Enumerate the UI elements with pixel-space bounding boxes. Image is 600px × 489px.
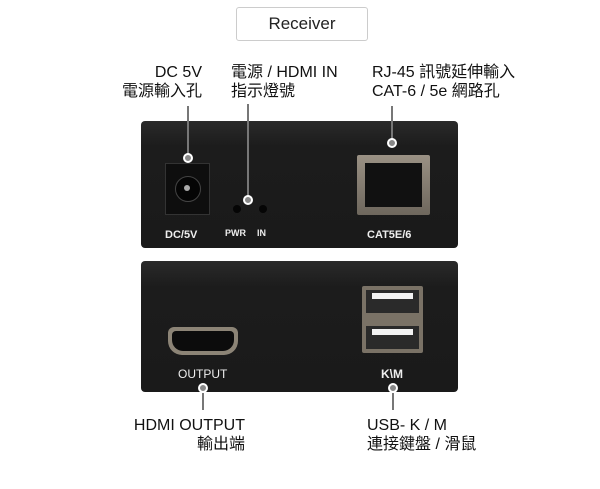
rj45-callout-line2: CAT-6 / 5e 網路孔 bbox=[372, 83, 500, 100]
receiver-title: Receiver bbox=[236, 7, 368, 41]
usb-callout-line2: 連接鍵盤 / 滑鼠 bbox=[367, 436, 477, 453]
front-panel: DC/5V PWR IN CAT5E/6 bbox=[141, 121, 458, 248]
dc-leader-line bbox=[187, 106, 189, 154]
in-led bbox=[259, 205, 267, 213]
dc-callout: DC 5V 電源輸入孔 bbox=[122, 63, 202, 101]
led-callout-line1: 電源 / HDMI IN bbox=[231, 64, 338, 81]
dc-marker-dot bbox=[183, 153, 193, 163]
usb-callout: USB- K / M 連接鍵盤 / 滑鼠 bbox=[367, 416, 476, 454]
output-port-label: OUTPUT bbox=[178, 367, 228, 381]
hdmi-port bbox=[168, 327, 238, 355]
in-label: IN bbox=[257, 228, 266, 238]
led-callout: 電源 / HDMI IN 指示燈號 bbox=[231, 63, 338, 101]
dc-port-label: DC/5V bbox=[165, 229, 198, 241]
led-leader-line bbox=[247, 104, 249, 196]
hdmi-callout: HDMI OUTPUT 輸出端 bbox=[134, 416, 245, 454]
rj45-callout-line1: RJ-45 訊號延伸輸入 bbox=[372, 64, 516, 81]
rj45-leader-line bbox=[391, 106, 393, 139]
usb-marker-dot bbox=[388, 383, 398, 393]
rj45-callout: RJ-45 訊號延伸輸入 CAT-6 / 5e 網路孔 bbox=[372, 63, 515, 101]
back-panel: OUTPUT K\M bbox=[141, 261, 458, 392]
rj45-marker-dot bbox=[387, 138, 397, 148]
hdmi-marker-dot bbox=[198, 383, 208, 393]
usb-leader-line bbox=[392, 393, 394, 410]
pwr-led bbox=[233, 205, 241, 213]
hdmi-callout-line1: HDMI OUTPUT bbox=[133, 417, 245, 434]
km-port-label: K\M bbox=[381, 367, 403, 381]
dc-callout-line2: 電源輸入孔 bbox=[121, 83, 202, 100]
led-callout-line2: 指示燈號 bbox=[231, 83, 296, 100]
usb-ports bbox=[362, 286, 423, 353]
dc-callout-line1: DC 5V bbox=[154, 64, 202, 81]
led-marker-dot bbox=[243, 195, 253, 205]
usb-callout-line1: USB- K / M bbox=[367, 417, 448, 434]
hdmi-leader-line bbox=[202, 393, 204, 410]
rj45-port bbox=[357, 155, 430, 215]
hdmi-callout-line2: 輸出端 bbox=[196, 436, 245, 453]
cat-port-label: CAT5E/6 bbox=[367, 229, 412, 241]
dc-jack bbox=[165, 163, 210, 215]
pwr-label: PWR bbox=[225, 228, 246, 238]
